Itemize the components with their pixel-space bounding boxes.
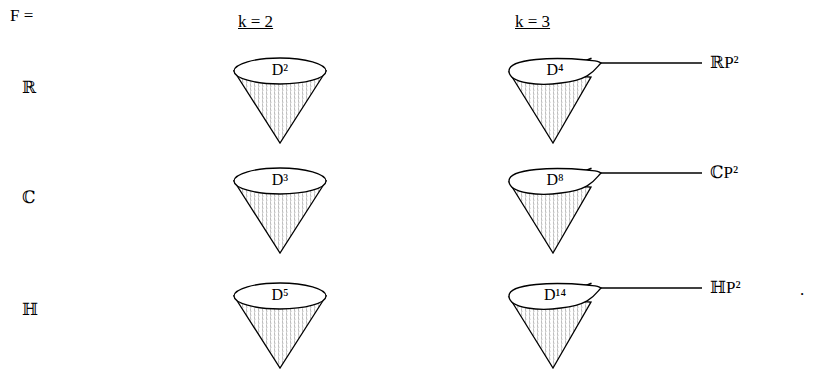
cone-disk: D⁵	[230, 280, 330, 372]
period: .	[800, 280, 804, 300]
cone-disk: D⁴	[505, 55, 605, 147]
cone-disk: D⁸	[505, 165, 605, 257]
disk-label: D¹⁴	[505, 280, 605, 305]
cone-disk: D¹⁴	[505, 280, 605, 372]
disk-label: D⁸	[505, 165, 605, 190]
row-label: ℝ	[22, 78, 36, 98]
space-label: ℝP²	[710, 53, 739, 73]
disk-label: D³	[230, 165, 330, 190]
column-heading: k = 2	[238, 12, 273, 32]
field-label: F =	[10, 6, 33, 26]
space-label: ℂP²	[710, 163, 738, 183]
disk-label: D²	[230, 55, 330, 80]
cone-disk: D²	[230, 55, 330, 147]
disk-label: D⁵	[230, 280, 330, 305]
space-label: ℍP²	[710, 278, 741, 298]
cone-disk: D³	[230, 165, 330, 257]
row-label: ℍ	[22, 300, 38, 320]
column-heading: k = 3	[515, 12, 550, 32]
disk-label: D⁴	[505, 55, 605, 80]
row-label: ℂ	[22, 188, 36, 208]
